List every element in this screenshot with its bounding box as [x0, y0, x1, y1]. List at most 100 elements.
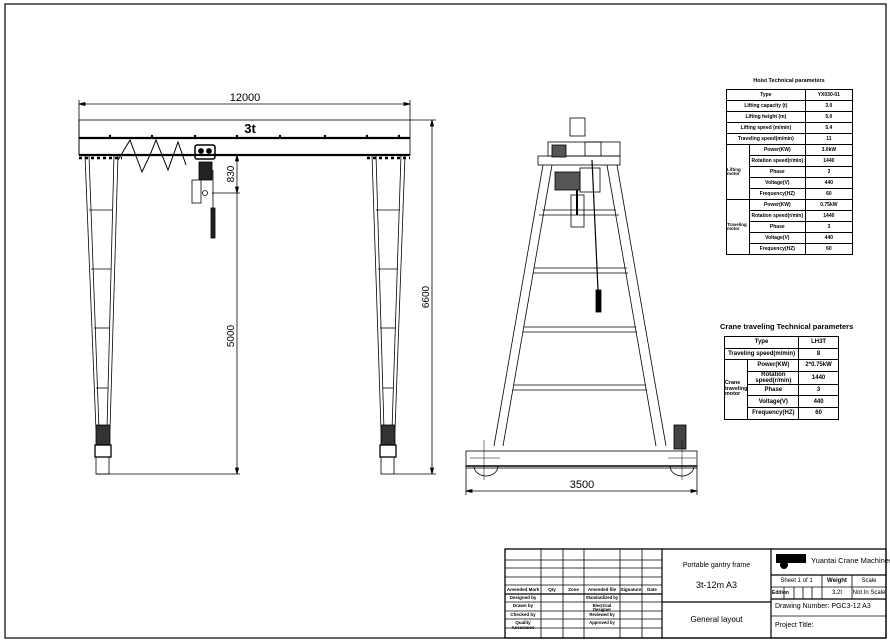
- param-label: Rotation speed(r/min): [747, 370, 800, 385]
- param-value: 60: [804, 188, 854, 200]
- sheet-border: [4, 3, 887, 639]
- company-name: Yuantai Crane Machinery: [811, 556, 890, 565]
- table-row: Lifting height (m)5.0: [726, 111, 854, 123]
- param-label: Frequency(HZ): [748, 188, 806, 200]
- drawing-name: General layout: [690, 615, 743, 624]
- weight-value: 3.2t: [831, 590, 842, 596]
- param-label: Phase: [747, 383, 800, 397]
- signoff-role: Approved by: [589, 620, 615, 625]
- param-label: Frequency(HZ): [747, 406, 800, 420]
- param-label: Voltage(V): [748, 177, 806, 189]
- span-dimension-text: 12000: [230, 92, 261, 104]
- param-value: 60: [804, 243, 854, 255]
- param-label: Lifting capacity (t): [726, 100, 806, 112]
- left-leg: [79, 154, 122, 475]
- param-value: 5.4: [804, 122, 854, 134]
- signoff-role: Reviewed by: [589, 612, 615, 617]
- param-value: LH3T: [798, 336, 839, 349]
- param-label: Rotation speed(r/min): [748, 155, 806, 167]
- scale-label: Scale: [861, 578, 877, 584]
- param-label: Voltage(V): [748, 232, 806, 244]
- param-label: Frequency(HZ): [748, 243, 806, 255]
- project-title: Project Title:: [775, 622, 814, 629]
- signoff-role: Checked by: [510, 612, 536, 617]
- param-label: Phase: [748, 221, 806, 233]
- param-value: 2*0.75kW: [798, 359, 839, 372]
- param-value: 440: [804, 232, 854, 244]
- front-elevation: 12000 3t: [78, 92, 436, 475]
- signoff-role: Drawn by: [512, 603, 534, 608]
- param-label: Traveling speed(m/min): [726, 133, 806, 145]
- table-row: Traveling speed(m/min)8: [723, 347, 839, 361]
- amendment-header: Amended file: [587, 587, 617, 592]
- scale-value: Not In Scale: [852, 590, 886, 596]
- top-crossbeam: [537, 155, 621, 166]
- signoff-role: Designed by: [509, 595, 537, 600]
- param-value: 3.0kW: [804, 144, 854, 156]
- signoff-role: Electrical Designer: [592, 603, 612, 613]
- param-value: 3.0: [804, 100, 854, 112]
- table-row: Rotation speed(r/min)1440: [725, 370, 839, 385]
- signoff-role: Quality Assurance: [511, 620, 535, 630]
- product-name: Portable gantry frame: [682, 562, 751, 569]
- total-height-dimension-text: 6600: [421, 285, 432, 308]
- electric-hoist: [191, 144, 216, 239]
- param-value: 8: [798, 347, 839, 361]
- param-label: Power(KW): [747, 359, 800, 372]
- lifting-motor: [569, 117, 586, 137]
- param-label: Lifting height (m): [726, 111, 806, 123]
- hook-dimension-text: 830: [226, 165, 237, 182]
- sheet-number: Sheet 1 of 1: [780, 578, 813, 584]
- lift-height-dimension-text: 5000: [226, 324, 237, 347]
- title-block-grid: [504, 548, 887, 639]
- edition-label: Edition: [772, 590, 789, 596]
- param-label: Power(KW): [748, 144, 806, 156]
- table-row: Lifting speed (m/min)5.4: [726, 122, 854, 134]
- param-label: Lifting speed (m/min): [726, 122, 806, 134]
- crane-table-title: Crane traveling Technical parameters: [720, 322, 854, 331]
- param-value: 3: [798, 383, 839, 397]
- table-row: Frequency(HZ)60: [725, 406, 839, 420]
- param-value: 5.0: [804, 111, 854, 123]
- drawing-number: Drawing Number: PGC3-12 A3: [775, 603, 871, 610]
- festoon-cable: [117, 138, 187, 174]
- param-value: 11: [804, 133, 854, 145]
- crane-travel-motor: [673, 424, 687, 450]
- amendment-header: Qty: [548, 587, 556, 592]
- param-value: 60: [798, 406, 839, 420]
- product-model: 3t-12m A3: [695, 580, 738, 590]
- group-label: Lifting motor: [726, 144, 750, 200]
- amendment-header: Zone: [568, 587, 579, 592]
- signoff-role: Standardized by: [585, 595, 619, 600]
- table-row: Lifting capacity (t)3.0: [726, 100, 854, 112]
- hoist-table-title: Hoist Technical parameters: [753, 78, 825, 84]
- company-logo: [776, 554, 806, 569]
- amendment-header: Amended Mark: [506, 587, 540, 592]
- width-dimension-text: 3500: [570, 479, 594, 491]
- param-value: 3: [804, 166, 854, 178]
- table-row: Frequency(HZ)60: [727, 243, 854, 255]
- travel-motor: [554, 171, 581, 191]
- param-label: Type: [726, 89, 806, 101]
- side-elevation: 3500: [465, 117, 698, 495]
- pendant-cable: [591, 159, 599, 291]
- amendment-header: Signature: [620, 587, 642, 592]
- param-label: Rotation speed(r/min): [748, 210, 806, 222]
- param-label: Voltage(V): [747, 395, 800, 408]
- end-carriage: [465, 450, 698, 469]
- capacity-label: 3t: [244, 121, 256, 136]
- param-value: 440: [804, 177, 854, 189]
- param-value: 0.75kW: [804, 199, 854, 211]
- param-label: Power(KW): [748, 199, 806, 211]
- amendment-header: Date: [647, 587, 657, 592]
- weight-label: Weight: [827, 578, 847, 584]
